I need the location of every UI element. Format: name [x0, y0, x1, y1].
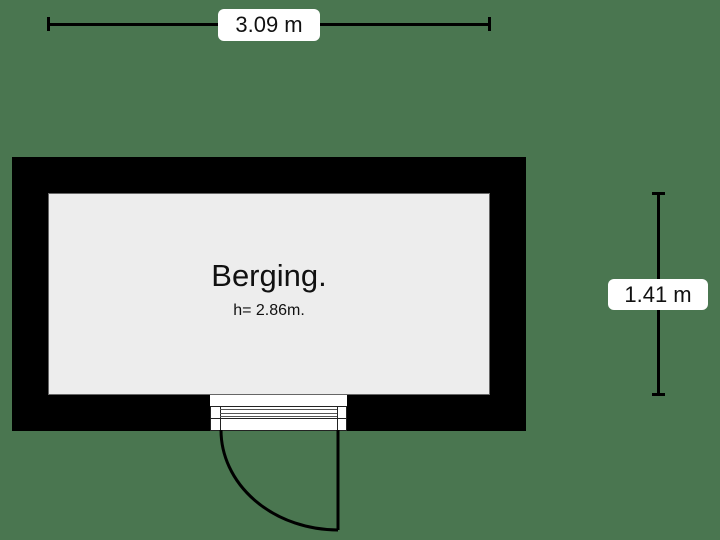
width-dimension-tick-right — [488, 17, 491, 31]
depth-dimension-tick-top — [652, 192, 665, 195]
depth-dimension-tick-bottom — [652, 393, 665, 396]
room-name-label: Berging. — [211, 258, 327, 293]
room-height-label: h= 2.86m. — [233, 302, 305, 319]
width-dimension-tick-left — [47, 17, 50, 31]
width-dimension-label: 3.09 m — [218, 9, 320, 41]
room-berging[interactable]: Berging. h= 2.86m. — [48, 193, 490, 395]
depth-dimension-label: 1.41 m — [608, 279, 708, 310]
